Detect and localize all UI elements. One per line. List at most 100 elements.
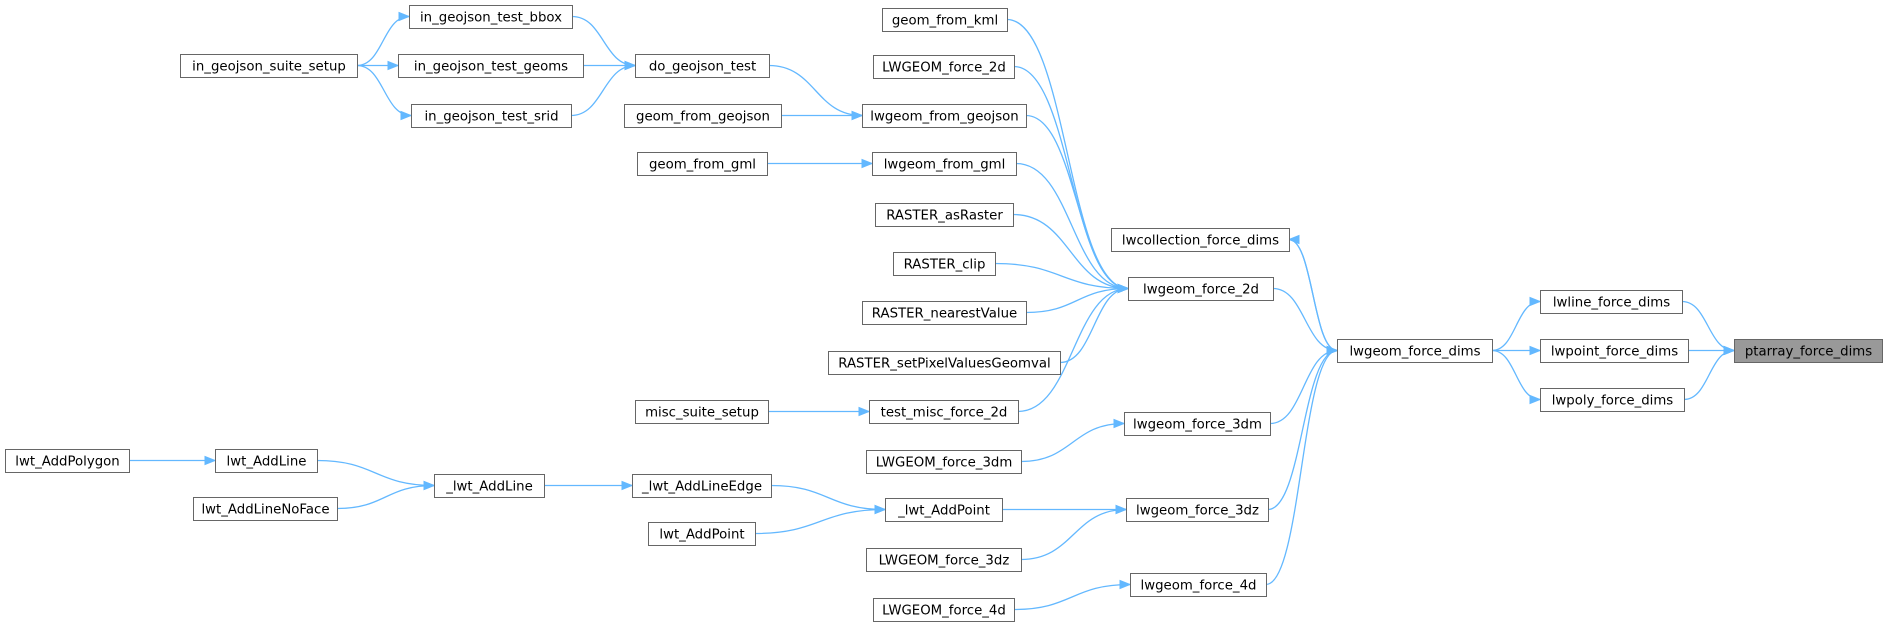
node-label: lwt_AddLine [227, 455, 307, 470]
node-label: in_geojson_test_geoms [414, 60, 568, 75]
node-geom-from-geojson[interactable]: geom_from_geojson [624, 104, 782, 128]
node-box [862, 301, 1027, 325]
node-underscore-lwt-add-line[interactable]: _lwt_AddLine [434, 474, 545, 498]
node-in-geojson-test-srid[interactable]: in_geojson_test_srid [411, 104, 572, 128]
node-box [875, 203, 1014, 227]
arrowhead [1113, 418, 1126, 429]
node-lwgeom-force-3dm[interactable]: LWGEOM_force_3dm [866, 450, 1022, 474]
node-lwgeom-from-geojson[interactable]: lwgeom_from_geojson [862, 104, 1027, 128]
node-box [873, 55, 1015, 79]
node-lwline-force-dims[interactable]: lwline_force_dims [1540, 290, 1683, 314]
node-geom-from-kml[interactable]: geom_from_kml [882, 8, 1008, 32]
edge-lwt-add-point-to-underscore-lwt-add-point [754, 508, 886, 535]
node-in-geojson-suite-setup[interactable]: in_geojson_suite_setup [180, 54, 358, 78]
node-lwt-add-line-no-face[interactable]: lwt_AddLineNoFace [193, 497, 338, 521]
node-box [180, 54, 358, 78]
node-lwt-add-point[interactable]: lwt_AddPoint [648, 522, 756, 546]
node-box [411, 104, 572, 128]
node-in-geojson-test-bbox[interactable]: in_geojson_test_bbox [409, 5, 573, 29]
arrowhead [1117, 283, 1130, 294]
edge-lwgeom-force-3dm-to-lwgeom-force-3dm [1020, 422, 1125, 463]
node-box [1540, 388, 1685, 412]
node-lwcollection-force-dims[interactable]: lwcollection_force_dims [1111, 228, 1290, 252]
node-label: lwcollection_force_dims [1122, 234, 1279, 249]
node-label: _lwt_AddPoint [897, 504, 990, 519]
edge-lwgeom-from-gml-to-lwgeom-force-2d [1015, 162, 1129, 290]
arrowhead [387, 60, 400, 71]
node-ptarray-force-dims[interactable]: ptarray_force_dims [1734, 339, 1883, 363]
node-lwgeom-force-dims[interactable]: lwgeom_force_dims [1337, 339, 1493, 363]
node-box [635, 400, 769, 424]
node-test-misc-force-2d[interactable]: test_misc_force_2d [869, 400, 1019, 424]
node-box [635, 54, 770, 78]
edge-test-misc-force-2d-to-lwgeom-force-2d [1017, 287, 1129, 413]
node-box [882, 8, 1008, 32]
node-box [624, 104, 782, 128]
node-label: lwpoly_force_dims [1552, 394, 1674, 409]
arrowhead [1326, 345, 1339, 356]
node-box [1124, 412, 1271, 436]
node-raster-clip[interactable]: RASTER_clip [893, 252, 996, 276]
node-raster-set-pixel-values-geomval[interactable]: RASTER_setPixelValuesGeomval [828, 351, 1061, 375]
node-box [862, 104, 1027, 128]
node-underscore-lwt-add-line-edge[interactable]: _lwt_AddLineEdge [632, 474, 772, 498]
edge-lwpoly-force-dims-to-ptarray-force-dims [1683, 349, 1735, 401]
node-label: LWGEOM_force_3dm [876, 456, 1013, 471]
edges-layer [129, 11, 1736, 611]
node-lwgeom-force-3dz[interactable]: LWGEOM_force_3dz [866, 548, 1022, 572]
node-box [193, 497, 338, 521]
node-label: _lwt_AddLineEdge [641, 480, 762, 495]
node-box [872, 152, 1017, 176]
node-label: lwpoint_force_dims [1551, 345, 1678, 360]
node-geom-from-gml[interactable]: geom_from_gml [637, 152, 768, 176]
edge-lwgeom-force-3dm-to-lwgeom-force-dims [1269, 349, 1338, 425]
node-box [1337, 339, 1493, 363]
node-lwgeom-force-3dz[interactable]: lwgeom_force_3dz [1126, 498, 1269, 522]
node-label: RASTER_asRaster [886, 209, 1003, 224]
node-label: lwline_force_dims [1553, 296, 1670, 311]
edge-geom-from-kml-to-lwgeom-force-2d [1006, 18, 1129, 290]
node-label: lwgeom_force_dims [1349, 345, 1480, 360]
node-box [1128, 277, 1274, 301]
edge-raster-as-raster-to-lwgeom-force-2d [1012, 213, 1129, 290]
edge-lwline-force-dims-to-ptarray-force-dims [1681, 300, 1735, 352]
node-lwgeom-force-4d[interactable]: LWGEOM_force_4d [873, 598, 1015, 622]
node-lwt-add-line[interactable]: lwt_AddLine [215, 449, 318, 473]
node-box [873, 598, 1015, 622]
arrowhead [1529, 345, 1542, 356]
node-misc-suite-setup[interactable]: misc_suite_setup [635, 400, 769, 424]
arrowhead [624, 60, 637, 71]
node-lwgeom-force-2d[interactable]: lwgeom_force_2d [1128, 277, 1274, 301]
node-raster-nearest-value[interactable]: RASTER_nearestValue [862, 301, 1027, 325]
node-underscore-lwt-add-point[interactable]: _lwt_AddPoint [885, 498, 1003, 522]
node-label: RASTER_nearestValue [872, 307, 1017, 322]
node-raster-as-raster[interactable]: RASTER_asRaster [875, 203, 1014, 227]
edge-lwgeom-force-4d-to-lwgeom-force-dims [1265, 349, 1338, 586]
node-label: geom_from_kml [892, 14, 998, 29]
node-lwgeom-from-gml[interactable]: lwgeom_from_gml [872, 152, 1017, 176]
node-label: RASTER_setPixelValuesGeomval [838, 357, 1050, 372]
edge-lwt-add-line-to-underscore-lwt-add-line [316, 459, 435, 487]
node-lwt-add-polygon[interactable]: lwt_AddPolygon [5, 449, 130, 473]
edge-lwcollection-force-dims-to-lwgeom-force-dims [1288, 238, 1338, 352]
node-box [398, 54, 584, 78]
node-lwgeom-force-3dm[interactable]: lwgeom_force_3dm [1124, 412, 1271, 436]
node-label: geom_from_gml [649, 158, 756, 173]
node-label: misc_suite_setup [645, 406, 759, 421]
node-label: lwgeom_force_3dz [1136, 504, 1259, 519]
arrowhead [1115, 504, 1128, 515]
node-label: test_misc_force_2d [881, 406, 1008, 421]
node-label: geom_from_geojson [636, 110, 770, 125]
node-lwgeom-force-4d[interactable]: lwgeom_force_4d [1130, 573, 1267, 597]
node-in-geojson-test-geoms[interactable]: in_geojson_test_geoms [398, 54, 584, 78]
node-lwpoint-force-dims[interactable]: lwpoint_force_dims [1540, 339, 1689, 363]
edge-raster-set-pixel-values-geomval-to-lwgeom-force-2d [1059, 287, 1129, 364]
node-label: in_geojson_suite_setup [192, 60, 346, 75]
node-label: _lwt_AddLine [445, 480, 533, 495]
node-do-geojson-test[interactable]: do_geojson_test [635, 54, 770, 78]
node-lwgeom-force-2d[interactable]: LWGEOM_force_2d [873, 55, 1015, 79]
node-lwpoly-force-dims[interactable]: lwpoly_force_dims [1540, 388, 1685, 412]
node-label: lwt_AddPoint [659, 528, 744, 543]
arrowhead [1723, 345, 1736, 356]
arrowhead [204, 455, 217, 466]
